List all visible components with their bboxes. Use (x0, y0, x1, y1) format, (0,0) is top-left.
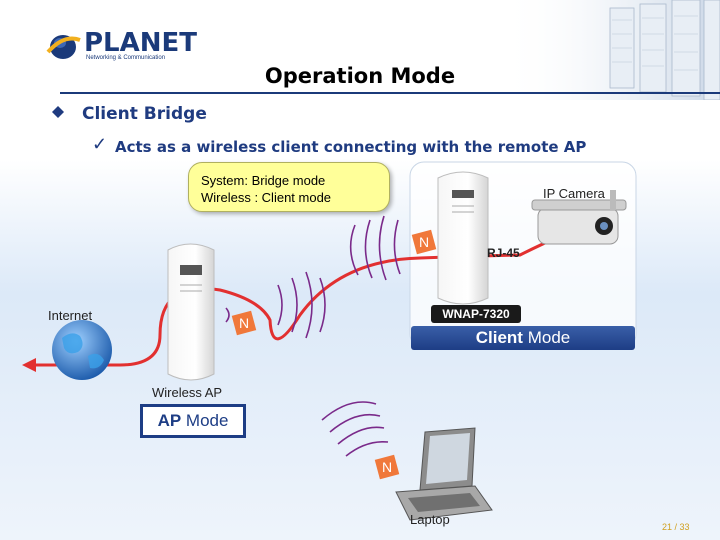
ip-camera-label: IP Camera (543, 186, 605, 201)
wireless-ap-device (167, 243, 215, 381)
internet-globe-icon (52, 320, 112, 380)
callout-wireless-mode: Wireless : Client mode (201, 190, 332, 205)
laptop-label: Laptop (410, 512, 450, 527)
checkmark-icon: ✓ (92, 134, 108, 154)
brand-tagline: Networking & Communication (86, 55, 166, 61)
diamond-bullet-icon (52, 106, 64, 118)
callout-system-mode: System: Bridge mode (201, 173, 326, 188)
client-mode-banner: Client Mode (411, 326, 635, 350)
header-server-graphic (500, 0, 720, 100)
client-mode-rest: Mode (522, 328, 571, 347)
ap-mode-strong: AP (157, 411, 182, 430)
brand-logo-text: PLANET (84, 28, 198, 58)
wnap-7320-device (437, 171, 489, 305)
n-badge-laptop: N (382, 459, 392, 475)
title-divider (60, 92, 720, 94)
config-callout: System: Bridge mode Wireless : Client mo… (188, 162, 390, 212)
internet-label: Internet (48, 308, 93, 323)
ap-mode-banner: AP Mode (140, 404, 246, 438)
n-badge-icon: N N N (231, 229, 437, 480)
wnap-model-badge: WNAP-7320 (431, 305, 521, 323)
sub-bullet-description: Acts as a wireless client connecting wit… (115, 138, 587, 156)
ip-camera-device (531, 190, 627, 245)
bullet-client-bridge: Client Bridge (82, 104, 207, 124)
page-title: Operation Mode (264, 64, 456, 88)
n-badge-client: N (419, 234, 429, 250)
n-badge-ap: N (239, 315, 249, 331)
laptop-device (395, 427, 493, 521)
network-diagram: N N N (0, 160, 720, 540)
ap-mode-rest: Mode (181, 411, 229, 430)
client-mode-strong: Client (475, 328, 523, 347)
wireless-wave-icon (225, 215, 401, 457)
network-link-line (30, 220, 599, 367)
page-number: 21 / 33 (662, 522, 690, 532)
wireless-ap-label: Wireless AP (152, 385, 223, 400)
planet-logo-icon (46, 35, 81, 59)
rj45-label: RJ-45 (487, 246, 520, 260)
